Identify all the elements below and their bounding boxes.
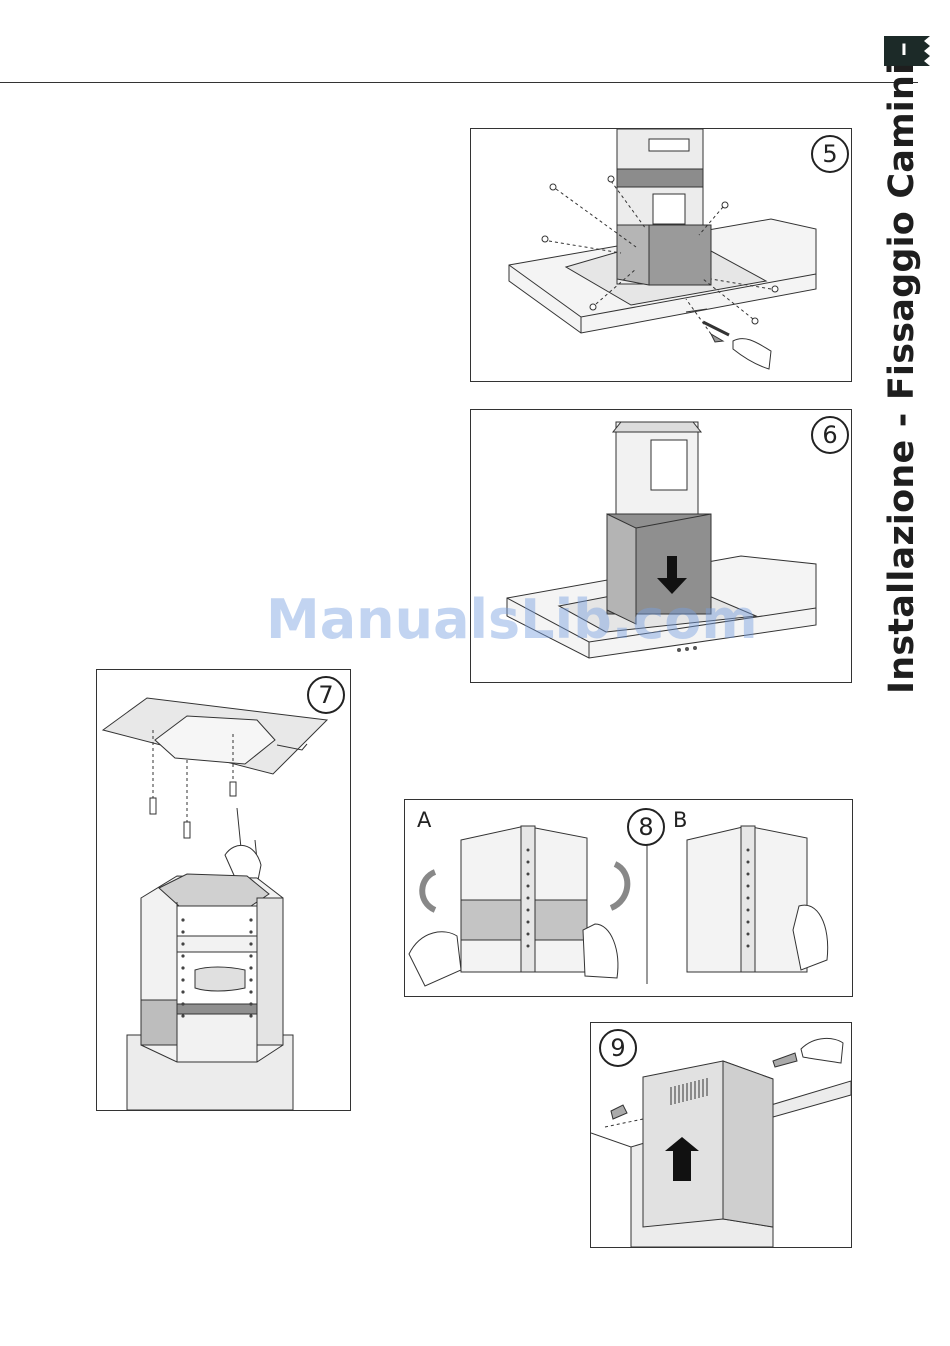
hood-chimney-screw-illustration — [471, 129, 851, 381]
step-number: 5 — [811, 135, 849, 173]
figure-step-5: 5 — [470, 128, 852, 382]
header-rule — [0, 82, 918, 83]
step-number: 8 — [627, 808, 665, 846]
figure-step-9: 9 — [590, 1022, 852, 1248]
watermark: ManualsLib.com — [266, 588, 758, 651]
language-badge: I — [884, 36, 930, 66]
panel-label-b: B — [673, 808, 687, 832]
step-number: 7 — [307, 676, 345, 714]
panel-label-a: A — [417, 808, 431, 832]
ceiling-bracket-frame-illustration — [97, 670, 350, 1110]
figure-step-8: A 8 B — [404, 799, 853, 997]
figure-step-7: 7 — [96, 669, 351, 1111]
step-number: 9 — [599, 1029, 637, 1067]
section-title: Installazione - Fissaggio Camini — [882, 63, 922, 694]
language-label: I — [884, 40, 924, 59]
step-number: 6 — [811, 416, 849, 454]
